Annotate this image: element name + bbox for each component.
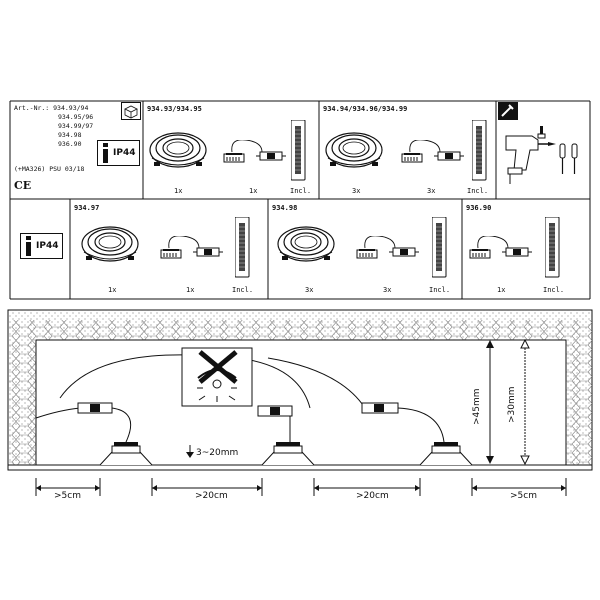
kit-1-qty-psu: Incl. — [290, 187, 312, 195]
no-insulation-warning-icon — [181, 347, 253, 407]
kit-header-4: 934.98 — [272, 204, 298, 212]
kit-2-connector — [401, 140, 465, 163]
kit-1-qty-conn: 1x — [249, 187, 258, 195]
kit-3-lamp — [81, 226, 139, 262]
installation-diagram — [7, 309, 593, 496]
ma-line: (+MA326) PSU 03/18 — [14, 165, 85, 173]
kit-2-qty-psu: Incl. — [467, 187, 489, 195]
drill-and-screwdrivers-icon — [505, 126, 578, 184]
dim-spacing-1: >20cm — [195, 491, 228, 501]
art-line-4: 934.98 — [58, 131, 82, 139]
kit-1-psu — [291, 120, 306, 181]
kit-header-5: 936.90 — [466, 204, 492, 212]
art-line-2: 934.95/96 — [58, 113, 94, 121]
art-line-1: Art.-Nr.: 934.93/94 — [14, 104, 89, 112]
kit-header-2: 934.94/934.96/934.99 — [323, 105, 408, 113]
product-overview-frame — [9, 100, 591, 300]
mounted-lamp-3 — [419, 442, 473, 466]
dim-left-wall: >5cm — [54, 491, 81, 501]
kit-3-psu — [235, 217, 250, 278]
ip-rating-2: IP44 — [36, 241, 59, 251]
ce-mark: CE — [14, 179, 32, 192]
kit-2-psu — [472, 120, 487, 181]
info-icon — [24, 236, 33, 256]
kit-2-qty-lamp: 3x — [352, 187, 361, 195]
dim-depth-30: >30mm — [507, 386, 517, 423]
dim-spacing-2: >20cm — [356, 491, 389, 501]
kit-4-qty-psu: Incl. — [429, 286, 451, 294]
kit-4-qty-conn: 3x — [383, 286, 392, 294]
tools-icon — [498, 102, 518, 120]
kit-header-3: 934.97 — [74, 204, 100, 212]
kit-4-connector — [356, 236, 420, 259]
kit-3-qty-lamp: 1x — [108, 286, 117, 294]
kit-5-qty-conn: 1x — [497, 286, 506, 294]
kit-1-connector — [223, 140, 287, 163]
ip44-badge-2: IP44 — [20, 233, 64, 259]
dim-depth-45: >45mm — [472, 388, 482, 425]
dim-ceiling-gap: 3~20mm — [196, 448, 239, 458]
ip44-badge: IP44 — [97, 140, 141, 166]
kit-5-qty-psu: Incl. — [543, 286, 565, 294]
article-numbers: Art.-Nr.: 934.93/94 934.95/96 934.99/97 … — [14, 104, 93, 149]
kit-2-lamp — [325, 132, 383, 168]
info-icon — [101, 143, 110, 163]
kit-2-qty-conn: 3x — [427, 187, 436, 195]
kit-4-lamp — [277, 226, 335, 262]
kit-4-psu — [432, 217, 447, 278]
art-line-3: 934.99/97 — [58, 122, 94, 130]
kit-header-1: 934.93/934.95 — [147, 105, 202, 113]
mounted-lamp-2 — [261, 442, 315, 466]
kit-3-qty-psu: Incl. — [232, 286, 254, 294]
kit-1-lamp — [149, 132, 207, 168]
kit-5-connector — [469, 236, 533, 259]
mounted-lamp-1 — [99, 442, 153, 466]
kit-3-connector — [160, 236, 224, 259]
kit-1-qty-lamp: 1x — [174, 187, 183, 195]
art-line-5: 936.90 — [58, 140, 82, 148]
kit-4-qty-lamp: 3x — [305, 286, 314, 294]
package-icon — [121, 102, 141, 120]
kit-5-psu — [545, 217, 560, 278]
kit-3-qty-conn: 1x — [186, 286, 195, 294]
ip-rating: IP44 — [113, 148, 136, 158]
dim-right-wall: >5cm — [510, 491, 537, 501]
